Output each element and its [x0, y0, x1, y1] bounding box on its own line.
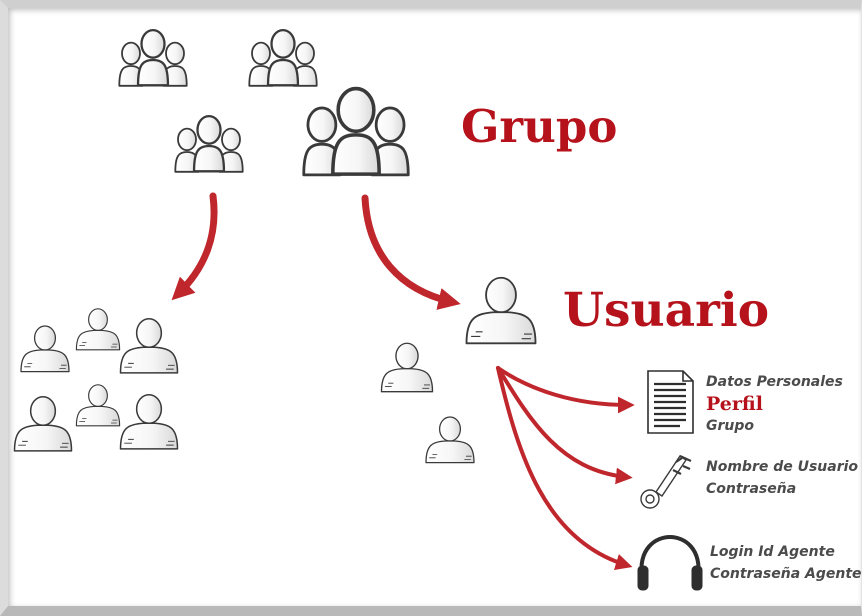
person-icon [75, 384, 121, 427]
document-icon [647, 370, 694, 434]
person-icon [465, 276, 537, 345]
person-icon [20, 325, 70, 373]
group-people-icon [304, 89, 408, 175]
headphones-icon [637, 534, 703, 591]
group-title: Grupo [461, 100, 618, 153]
arrow-group-to-user [361, 194, 461, 310]
username-label: Nombre de Usuario [706, 459, 859, 475]
person-icon [119, 393, 179, 450]
arrow-user-to-credentials [496, 366, 633, 485]
personal-data-label: Datos Personales [706, 374, 843, 390]
person-icon [119, 317, 179, 374]
arrow-user-to-agent [496, 366, 633, 571]
group-people-icon [119, 30, 186, 86]
user-title: Usuario [563, 283, 770, 338]
arrow-group-to-members [171, 192, 218, 301]
agent-login-id-label: Login Id Agente [710, 544, 835, 560]
arrow-user-to-profile [496, 366, 635, 414]
person-icon [13, 395, 73, 452]
key-icon [640, 454, 692, 509]
group-people-icon [249, 30, 316, 86]
person-icon [380, 342, 434, 393]
profile-label: Perfil [706, 393, 763, 415]
group-people-icon [175, 116, 242, 172]
person-icon [75, 308, 121, 351]
password-label: Contraseña [706, 481, 797, 497]
group-label: Grupo [706, 418, 755, 434]
person-icon [425, 416, 475, 464]
agent-password-label: Contraseña Agente [710, 566, 862, 582]
